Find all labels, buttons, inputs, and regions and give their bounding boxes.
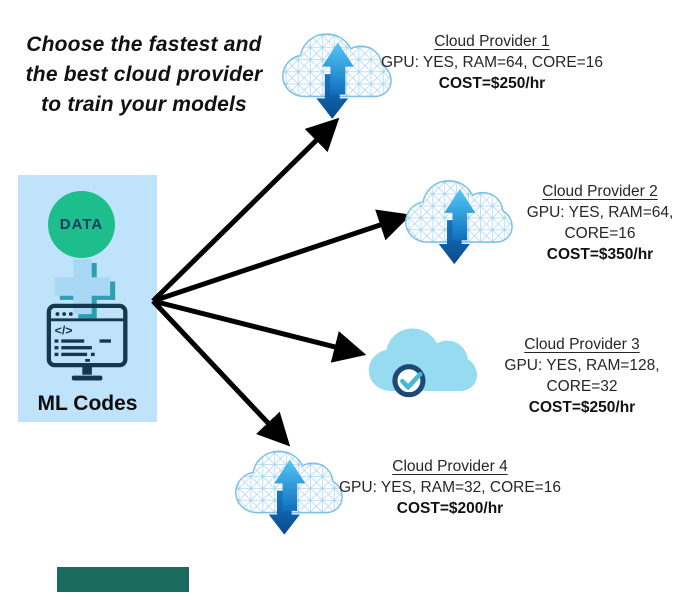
provider-card-4: Cloud Provider 4 GPU: YES, RAM=32, CORE=… [339,456,561,519]
plus-icon [54,258,116,320]
flow-arrow-provider-3 [152,298,367,363]
provider-3-name: Cloud Provider 3 [524,336,640,353]
provider-card-3: Cloud Provider 3 GPU: YES, RAM=128, CORE… [471,334,693,418]
data-label: DATA [59,216,104,233]
provider-2-cost: COST=$350/hr [546,246,654,263]
provider-4-cost: COST=$200/hr [396,500,504,517]
monitor-code-icon: </> [46,303,132,391]
wireframe-cloud-icon-4 [235,450,343,536]
ml-codes-caption: ML Codes [37,392,138,415]
bottom-accent-bar [57,567,189,592]
solid-cloud-check-icon [366,321,478,405]
provider-4-specs: GPU: YES, RAM=32, CORE=16 [339,479,561,496]
data-circle: DATA [48,191,115,258]
provider-3-specs: GPU: YES, RAM=128, CORE=32 [504,357,660,395]
flow-arrow-provider-4 [151,299,291,447]
flow-arrow-provider-1 [151,117,340,303]
svg-text:</>: </> [55,324,73,338]
provider-4-name: Cloud Provider 4 [392,458,508,475]
headline-line-2: the best cloud provider [25,63,263,86]
provider-2-specs: GPU: YES, RAM=64, CORE=16 [526,204,674,242]
flow-arrow-provider-2 [152,209,412,304]
provider-card-2: Cloud Provider 2 GPU: YES, RAM=64, CORE=… [497,181,700,265]
headline: Choose the fastest and the best cloud pr… [16,30,272,120]
ml-source-box: DATA </> [18,175,157,422]
wireframe-cloud-icon-1 [282,33,392,120]
headline-line-1: Choose the fastest and [26,33,262,56]
provider-1-cost: COST=$250/hr [438,75,546,92]
provider-1-name: Cloud Provider 1 [434,33,550,50]
provider-1-specs: GPU: YES, RAM=64, CORE=16 [381,54,603,71]
provider-card-1: Cloud Provider 1 GPU: YES, RAM=64, CORE=… [377,31,607,94]
provider-2-name: Cloud Provider 2 [542,183,658,200]
provider-3-cost: COST=$250/hr [528,399,636,416]
headline-line-3: to train your models [41,93,247,116]
